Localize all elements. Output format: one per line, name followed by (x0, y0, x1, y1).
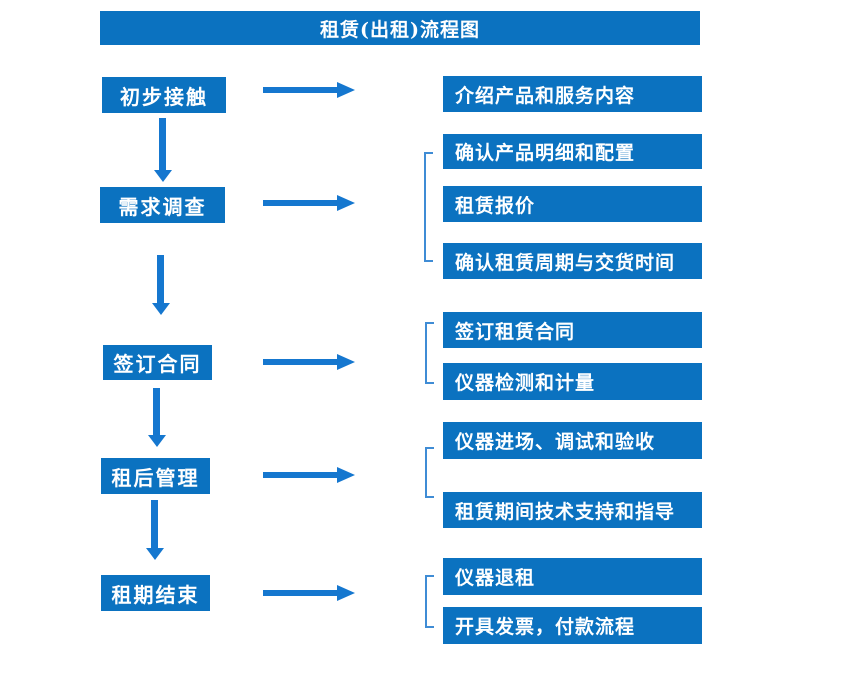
arrow-head-icon (337, 585, 355, 601)
arrow-head-icon (154, 170, 172, 182)
stage-box-post-rental-management: 租后管理 (101, 458, 210, 494)
stage-box-sign-contract: 签订合同 (103, 345, 212, 380)
stage-box-rental-end: 租期结束 (101, 575, 210, 611)
arrow-shaft (151, 500, 158, 548)
group-bracket-rental-end (425, 575, 434, 628)
stage-box-initial-contact: 初步接触 (102, 77, 226, 113)
group-bracket-post-rental (425, 447, 434, 498)
arrow-head-icon (146, 548, 164, 560)
arrow-head-icon (337, 467, 355, 483)
stage-box-demand-survey: 需求调查 (100, 187, 225, 223)
right-arrow-initial-contact (263, 82, 355, 98)
right-arrow-rental-end (263, 585, 355, 601)
arrow-shaft (263, 200, 337, 206)
detail-box-instrument-return: 仪器退租 (443, 558, 702, 595)
arrow-head-icon (152, 303, 170, 315)
group-bracket-demand-survey (424, 152, 433, 262)
flowchart-title: 租赁(出租)流程图 (100, 11, 700, 45)
detail-box-invoice-payment: 开具发票，付款流程 (443, 607, 702, 644)
down-arrow-4 (146, 500, 164, 560)
detail-box-instrument-testing: 仪器检测和计量 (443, 363, 702, 400)
group-bracket-sign-contract (425, 322, 434, 384)
right-arrow-demand-survey (263, 195, 355, 211)
arrow-shaft (153, 388, 160, 435)
right-arrow-sign-contract (263, 354, 355, 370)
down-arrow-1 (154, 118, 172, 182)
detail-box-sign-rental-contract: 签订租赁合同 (443, 312, 702, 348)
right-arrow-post-rental (263, 467, 355, 483)
arrow-head-icon (337, 195, 355, 211)
arrow-shaft (263, 87, 337, 93)
detail-box-confirm-product-config: 确认产品明细和配置 (443, 134, 702, 169)
detail-box-instrument-setup-acceptance: 仪器进场、调试和验收 (443, 422, 702, 459)
arrow-head-icon (337, 354, 355, 370)
detail-box-rental-quote: 租赁报价 (443, 186, 702, 222)
arrow-head-icon (337, 82, 355, 98)
arrow-shaft (157, 255, 164, 303)
detail-box-confirm-period-delivery: 确认租赁周期与交货时间 (443, 243, 702, 279)
arrow-shaft (263, 472, 337, 478)
arrow-shaft (263, 359, 337, 365)
down-arrow-2 (152, 255, 170, 315)
detail-box-tech-support: 租赁期间技术支持和指导 (443, 492, 702, 528)
detail-box-introduce-products: 介绍产品和服务内容 (443, 76, 702, 112)
arrow-shaft (263, 590, 337, 596)
arrow-shaft (159, 118, 166, 170)
arrow-head-icon (148, 435, 166, 447)
down-arrow-3 (148, 388, 166, 447)
